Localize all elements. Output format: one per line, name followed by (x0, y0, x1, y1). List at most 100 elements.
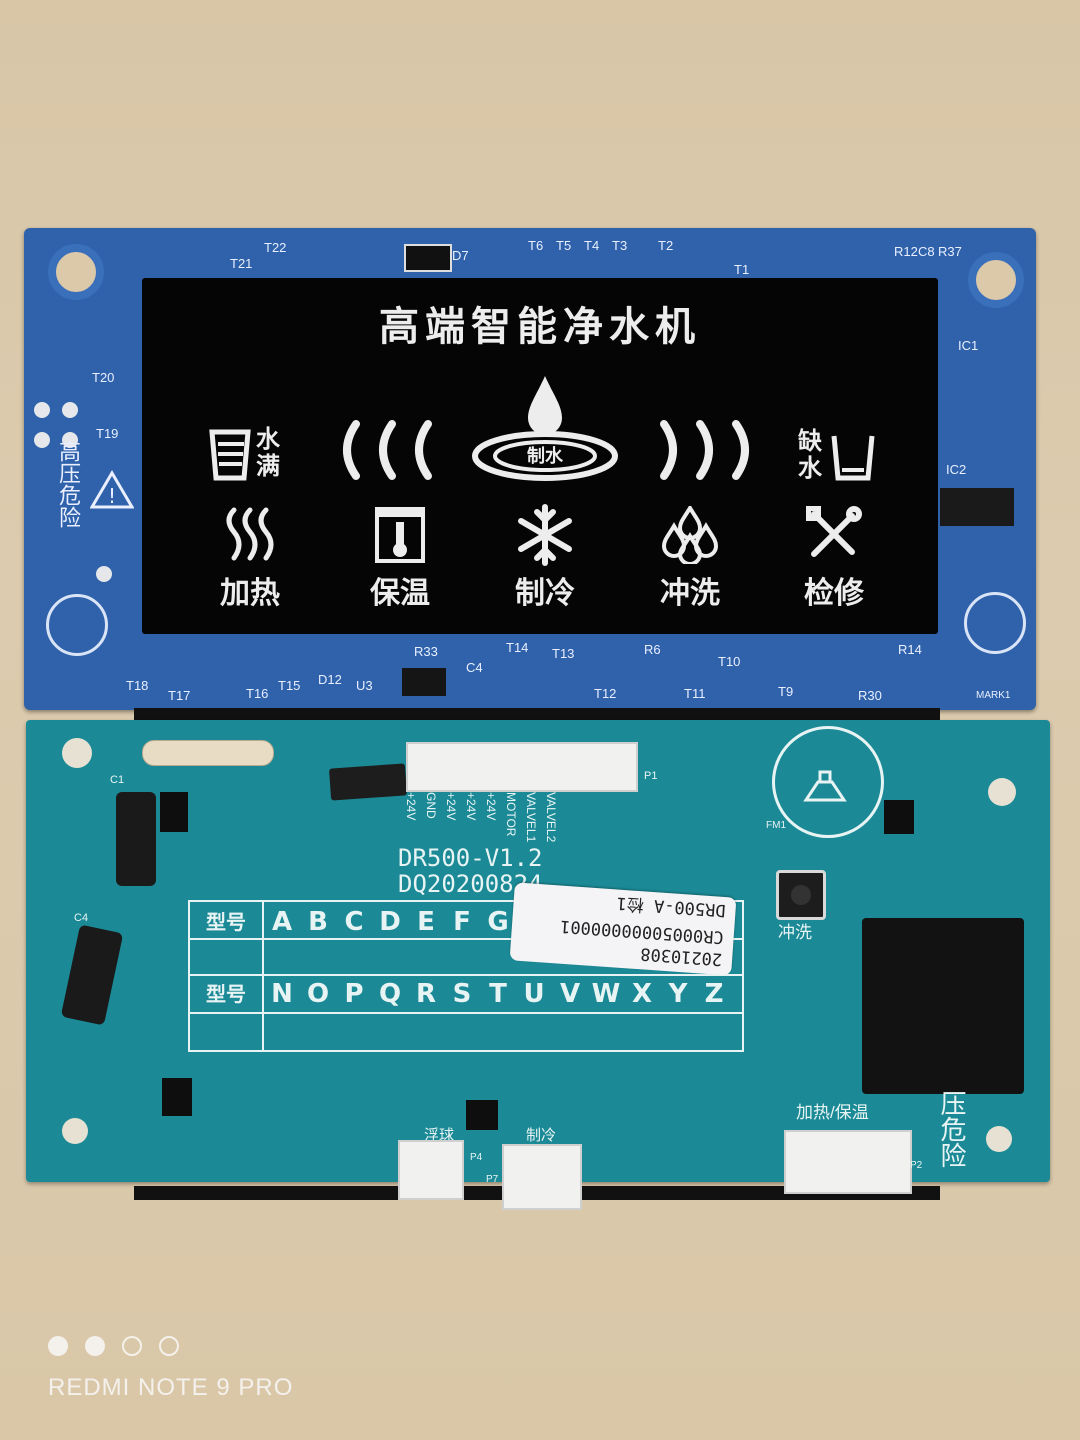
silk-label: R37 (938, 244, 962, 259)
film-capacitor (328, 763, 408, 801)
grid-letter: E (417, 907, 435, 937)
silk-label: T12 (594, 686, 617, 701)
housing-clip (466, 1100, 498, 1130)
silk-label: R30 (858, 688, 882, 703)
electrolytic-capacitor (116, 792, 156, 886)
grid-letter: U (523, 979, 545, 1009)
mounting-hole (988, 778, 1016, 806)
water-shortage-label: 缺水 (798, 427, 822, 482)
grid-line (262, 902, 264, 1050)
silk-label: MARK1 (976, 690, 1011, 701)
grid-row-label: 型号 (206, 982, 246, 1006)
dot-outline (122, 1336, 143, 1356)
mounting-hole-top-left (48, 244, 104, 300)
board-model: DR500-V1.2 (398, 844, 543, 872)
p1-label: P1 (644, 770, 658, 782)
sticker-date: 20210308 (639, 943, 723, 969)
grid-letter: Z (704, 979, 724, 1009)
grid-letter: D (379, 907, 401, 937)
grid-letter: F (453, 907, 471, 937)
dot-filled (85, 1336, 106, 1356)
svg-text:!: ! (108, 484, 116, 508)
housing-clip (884, 800, 914, 834)
housing-clip (160, 792, 188, 832)
keep-warm-label: 保温 (370, 576, 430, 611)
hazard-text: 压危险 (937, 1090, 967, 1168)
silk-label: T16 (246, 686, 269, 701)
grid-letter: G (487, 907, 509, 937)
pin-label: +24V (404, 792, 418, 821)
buzzer-outline (772, 726, 884, 838)
silk-label: T11 (684, 686, 706, 701)
ic-chip (940, 488, 1014, 526)
grid-letter: C (344, 907, 364, 937)
speaker-icon (803, 770, 847, 802)
heat-keep-label: 加热/保温 (796, 1103, 869, 1122)
pad (34, 432, 50, 448)
pad (96, 566, 112, 582)
silk-label: T2 (658, 238, 674, 253)
silk-label: T15 (278, 678, 301, 693)
water-full-label: 水满 (256, 425, 280, 480)
snowflake-icon (518, 504, 572, 566)
p2-label: P2 (910, 1160, 923, 1171)
silk-label: D7 (452, 248, 469, 263)
grid-letter: R (415, 979, 437, 1009)
grid-letter: O (306, 979, 330, 1009)
silk-label: T10 (718, 654, 741, 669)
pad (62, 432, 78, 448)
flush-push-button[interactable] (776, 870, 826, 920)
silk-label: T13 (552, 646, 575, 661)
silk-label: T14 (506, 640, 529, 655)
grid-letter: W (591, 979, 621, 1009)
fm1-label: FM1 (766, 820, 786, 831)
ic-chip (402, 668, 446, 696)
water-making-indicator: 制水 (470, 374, 620, 484)
lcd-display: 高端智能净水机 水满 制水 缺水 (142, 278, 938, 634)
dot-filled (48, 1336, 68, 1356)
mounting-hole (986, 1126, 1012, 1152)
model-checklist-grid: 型号 型号 A B C D E F G N O P Q R S T U V W … (188, 900, 744, 1052)
grid-letter: S (452, 979, 472, 1009)
hazard-text: 高压危险 (56, 440, 81, 528)
silk-label: T20 (92, 370, 115, 385)
screw-mark-right (964, 592, 1026, 654)
silk-label: T18 (126, 678, 149, 693)
flush-icon (661, 506, 719, 564)
cooling-connector-label: 制冷 (526, 1127, 557, 1144)
pin-label: GND (424, 792, 438, 819)
p2-connector (784, 1130, 912, 1194)
camera-dots-logo (48, 1336, 191, 1360)
power-resistor (142, 740, 274, 766)
grid-line (190, 1012, 742, 1014)
silk-label: T1 (734, 262, 750, 277)
water-shortage-icon (831, 435, 875, 481)
water-full-indicator: 水满 (208, 426, 298, 486)
wave-right-icon (660, 420, 749, 480)
silk-label: T4 (584, 238, 600, 253)
silk-label: T19 (96, 426, 119, 441)
pad (62, 402, 78, 418)
screw-mark-left (46, 594, 108, 656)
grid-letter: Q (378, 979, 402, 1009)
mounting-hole (62, 1118, 88, 1144)
silk-label: R14 (898, 642, 922, 657)
thermometer-icon (375, 507, 425, 563)
grid-letter: A (271, 907, 293, 937)
pin-label: +24V (464, 792, 478, 821)
water-shortage-indicator: 缺水 (798, 428, 888, 488)
camera-watermark: REDMI NOTE 9 PRO (48, 1374, 294, 1401)
silk-label: T22 (264, 240, 287, 255)
p4-connector (398, 1140, 464, 1200)
flush-label: 冲洗 (660, 576, 720, 611)
lcd-title: 高端智能净水机 (379, 304, 701, 350)
float-label: 浮球 (424, 1127, 455, 1144)
serial-sticker: 20210308 CR00050000000001 DR500-A 检1 (509, 882, 737, 976)
p4-label: P4 (470, 1152, 483, 1163)
silk-label: T21 (230, 256, 253, 271)
water-full-icon (209, 429, 251, 481)
maintenance-label: 检修 (804, 576, 864, 611)
c1-label: C1 (110, 774, 125, 786)
grid-line (190, 974, 742, 976)
pad (34, 402, 50, 418)
